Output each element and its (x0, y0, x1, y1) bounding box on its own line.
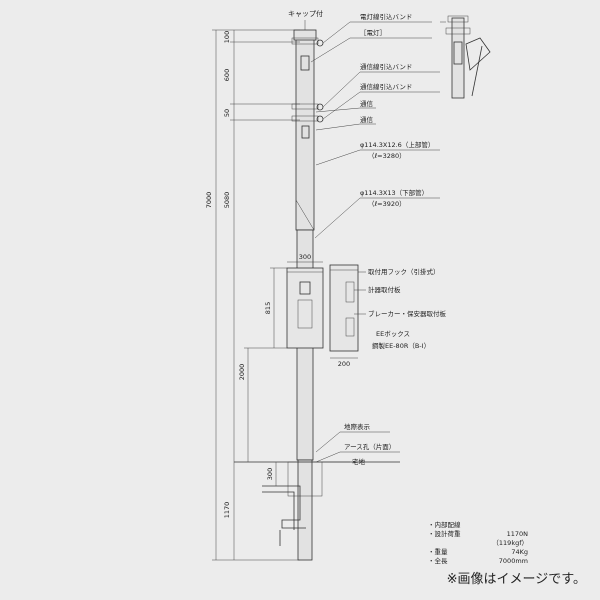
label-cap: キャップ付 (288, 9, 323, 18)
meter-window (299, 281, 311, 295)
leader-lower-pipe (314, 197, 440, 239)
leader-comm-1 (315, 107, 376, 113)
spec-title: ・内部配線 (428, 521, 461, 529)
leader-ground-mark (315, 431, 390, 453)
detail-view (440, 15, 491, 99)
ee-box-front (286, 267, 324, 349)
label-comm-2: 通信 (360, 115, 374, 124)
spec-load-kgf-row: （119kgf） (428, 539, 528, 548)
leader-lamp-band (322, 21, 432, 44)
dim-5080: 5080 (223, 192, 231, 209)
dimension-lines (212, 29, 358, 561)
dim-815: 815 (264, 302, 272, 314)
spec-load-kgf: （119kgf） (492, 539, 528, 547)
leader-comm-band-1 (322, 71, 440, 108)
lamp-fitting (300, 55, 310, 71)
label-upper-pipe: φ114.3X12.6（上部管） (360, 140, 434, 149)
label-lamp: ［電灯］ (360, 28, 386, 37)
dim-7000: 7000 (205, 192, 213, 209)
label-ee-box: EEボックス (376, 330, 410, 338)
earth-conduit (262, 485, 306, 529)
image-note: ※画像はイメージです。 (446, 572, 586, 587)
spec-length-value: 7000mm (498, 557, 528, 565)
leader-earth-hole (315, 451, 400, 463)
spec-weight-label: ・重量 (428, 548, 448, 556)
spec-load-label: ・設計荷重 (428, 530, 461, 538)
label-lower-pipe: φ114.3X13（下部管） (360, 188, 428, 197)
buried-pipe (297, 459, 313, 561)
label-meter-plate: 計器取付板 (368, 285, 401, 294)
leader-upper-pipe (315, 149, 440, 166)
dim-2000: 2000 (238, 364, 246, 381)
ee-box-side (329, 264, 359, 352)
label-ground-mark: 地際表示 (344, 422, 371, 431)
detail-cable (471, 45, 483, 97)
ee-box-side-body (329, 264, 359, 352)
specs-block: ・内部配線 ・設計荷重 1170N （119kgf） ・重量 74Kg ・全長 … (428, 521, 528, 566)
label-breaker-plate: ブレーカー・保安器取付板 (368, 309, 447, 318)
label-ee-box-model: 鋼製EE-80R（B-I） (372, 341, 430, 350)
detail-bracket (465, 37, 491, 71)
breaker-area (297, 299, 313, 329)
pipe-taper (295, 199, 315, 231)
spec-length-label: ・全長 (428, 557, 448, 565)
spec-load-value: 1170N (506, 530, 528, 538)
detail-pole (451, 17, 465, 99)
spec-length-row: ・全長 7000mm (428, 557, 528, 566)
dim-50: 50 (223, 109, 231, 117)
leader-lines (304, 20, 440, 463)
earth-conduit-inner (262, 491, 295, 530)
leader-comm-band-2 (322, 91, 440, 120)
label-upper-pipe-length: （ℓ=3280） (368, 152, 406, 160)
label-hook: 取付用フック（引掛式） (368, 267, 440, 276)
foundation-block (287, 461, 323, 497)
label-lamp-band: 電灯線引込バンド (360, 12, 412, 21)
detail-cap (447, 15, 469, 23)
upper-pipe (295, 37, 315, 231)
dim-200: 200 (338, 360, 350, 368)
leader-lamp (310, 37, 432, 63)
spec-load-row: ・設計荷重 1170N (428, 530, 528, 539)
dim-1170: 1170 (223, 502, 231, 519)
label-comm-band-1: 通信線引込バンド (360, 62, 412, 71)
dim-300-top: 300 (299, 253, 311, 261)
dim-300-bottom: 300 (266, 468, 274, 480)
dim-100: 100 (223, 31, 231, 43)
pole-cap (293, 29, 317, 41)
label-residence: 宅地 (352, 457, 366, 466)
comm-band-2 (291, 115, 319, 122)
side-meter-plate (345, 281, 355, 303)
detail-band (445, 27, 471, 35)
detail-fitting (453, 41, 463, 65)
comm-terminal (301, 125, 310, 139)
label-comm-1: 通信 (360, 99, 374, 108)
spec-weight-value: 74Kg (511, 548, 528, 556)
foundation (234, 461, 400, 546)
label-comm-band-2: 通信線引込バンド (360, 82, 412, 91)
leader-comm-2 (315, 123, 376, 131)
spec-weight-row: ・重量 74Kg (428, 548, 528, 557)
label-earth-hole: アース孔（片面） (344, 442, 395, 451)
label-lower-pipe-length: （ℓ=3920） (368, 200, 406, 208)
comm-band-1 (291, 103, 319, 110)
ee-box-front-body (286, 267, 324, 349)
side-breaker-plate (345, 317, 355, 337)
dim-600: 600 (223, 69, 231, 81)
